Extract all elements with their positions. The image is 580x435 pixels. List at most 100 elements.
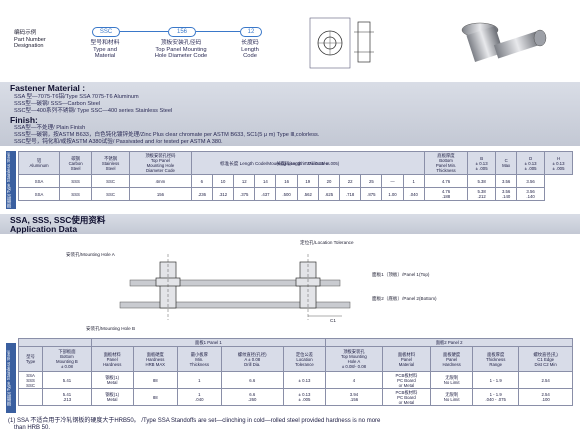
material-band — [0, 82, 580, 146]
label-panel-bottom: 面板2（底板）/Panel 2(Bottom) — [372, 296, 437, 301]
app-cell: 1 - 1.9 — [472, 371, 520, 389]
spec-cell: .500 — [275, 187, 298, 201]
spec-cell: .718 — [339, 187, 362, 201]
spec-cell: .040 — [402, 187, 425, 201]
spec-cell: SSA — [17, 187, 61, 201]
table-row: SSA SSS SSC 4mm 6 10 12 14 16 19 20 22 2… — [17, 174, 573, 188]
spec-side-label: 铆嵌型 Type Stainless Steel — [6, 151, 16, 209]
spec-cell: SSS — [59, 187, 93, 201]
spec-cell: 25 — [360, 174, 383, 188]
spec-cell: 4.76.188 — [423, 187, 469, 201]
application-band — [0, 214, 580, 234]
finish-title: Finish: — [10, 115, 38, 125]
spec-cell: 3.56.140 — [516, 187, 546, 201]
pn-desc-type: 型号和材料 Type and Material — [90, 40, 120, 60]
finish-line-3: SSC型号，钝化和/或按ASTM A380试验/ Passivated and … — [14, 139, 223, 145]
spec-cell: 20 — [317, 174, 341, 188]
app-cell: 5.41 — [42, 371, 92, 389]
app-cell: ± 0.13± .005 — [282, 388, 327, 406]
app-side-label: 铆嵌型 Type Stainless Steel — [6, 343, 16, 413]
spec-cell: SSA — [17, 174, 61, 188]
material-line-1: SSA 型—7075-T6铝/Type SSA 7075-T6 Aluminum — [14, 94, 139, 100]
spec-cell: 10 — [211, 174, 235, 188]
footnote-line-2: than HRB 50. — [14, 425, 51, 431]
standoff-fastener-drawing — [309, 17, 374, 69]
app-cell — [17, 388, 44, 406]
spec-h-d: D± 0.13± .005 — [516, 151, 546, 175]
spec-cell: SSC — [91, 174, 131, 188]
spec-cell: 5.38.212 — [467, 187, 497, 201]
spec-cell: .437 — [254, 187, 277, 201]
spec-cell: .312 — [211, 187, 235, 201]
spec-cell: 4mm — [129, 174, 192, 188]
spec-h-h: H± 0.13± .005 — [544, 151, 573, 175]
app-cell: 1 — [176, 371, 222, 389]
app-cell: 4 — [325, 371, 383, 389]
app-cell: 6.6 — [220, 371, 284, 389]
label-location: 定位孔/Location Tolerance — [300, 240, 354, 245]
app-cell: 1 - 1.9.040 - .075 — [472, 388, 520, 406]
app-cell: 钢板(1)Metal — [90, 371, 134, 389]
spec-cell: .236 — [190, 187, 213, 201]
spec-cell: 14 — [254, 174, 277, 188]
spec-cell: 3.56 — [495, 174, 518, 188]
spec-cell: 3.56.140 — [495, 187, 518, 201]
pn-desc-length: 长度码 Length Code — [241, 40, 259, 60]
app-cell: 钢板(1)Metal — [90, 388, 134, 406]
spec-cell: 5.38 — [467, 174, 497, 188]
label-hole-a: 安装孔/Mounting Hole A — [66, 252, 115, 257]
material-title: Fastener Material : — [10, 83, 86, 93]
application-title-en: Application Data — [10, 224, 78, 234]
spec-cell: 16 — [275, 174, 298, 188]
app-h-group2: 面板2 Panel 2 — [325, 338, 573, 347]
spec-cell: .625 — [317, 187, 341, 201]
material-line-3: SSC型—400系列不锈钢/ Type SSC—400 series Stain… — [14, 108, 173, 114]
footnote-line-1: (1) SSA 不适合用于冷轧钢板的硬度大于HRB50。 /Type SSA S… — [8, 418, 381, 424]
label-panel-top: 面板1（顶板）/Panel 1(Top) — [372, 272, 430, 277]
spec-cell: SSC — [91, 187, 131, 201]
spec-cell: SSS — [59, 174, 93, 188]
spec-cell: 6 — [190, 174, 213, 188]
spec-length-sub: 标准长度 Length Code/Mounting Length in Mill… — [220, 161, 330, 166]
pn-dash-1 — [120, 31, 168, 32]
pn-code-length: 12 — [240, 27, 262, 37]
finish-line-1: SSA型—不处理/ Plain Finish — [14, 125, 86, 131]
pn-dash-2 — [196, 31, 240, 32]
standoff-installed-drawing — [119, 254, 351, 320]
spec-cell: 156 — [129, 187, 192, 201]
standoff-fastener-photo — [461, 22, 547, 62]
table-row: SSA SSS SSC 156 .236 .312 .375 .437 .500… — [17, 187, 573, 201]
app-h-group-blank — [18, 338, 92, 347]
finish-line-2: SSS型—碳钢，按ASTM B633，白色钝化镀锌处理/Zinc Plus cl… — [14, 132, 320, 138]
spec-cell: 1.00 — [381, 187, 404, 201]
spec-cell: 3.56 — [516, 174, 546, 188]
spec-cell: 12 — [233, 174, 256, 188]
spec-cell: 19 — [296, 174, 319, 188]
spec-cell: 1 — [402, 174, 425, 188]
app-cell: 1.040 — [176, 388, 222, 406]
app-cell: 88 — [132, 388, 178, 406]
application-title-cn: SSA, SSS, SSC使用资料 — [10, 215, 106, 225]
spec-cell: 22 — [339, 174, 362, 188]
spec-cell: .562 — [296, 187, 319, 201]
